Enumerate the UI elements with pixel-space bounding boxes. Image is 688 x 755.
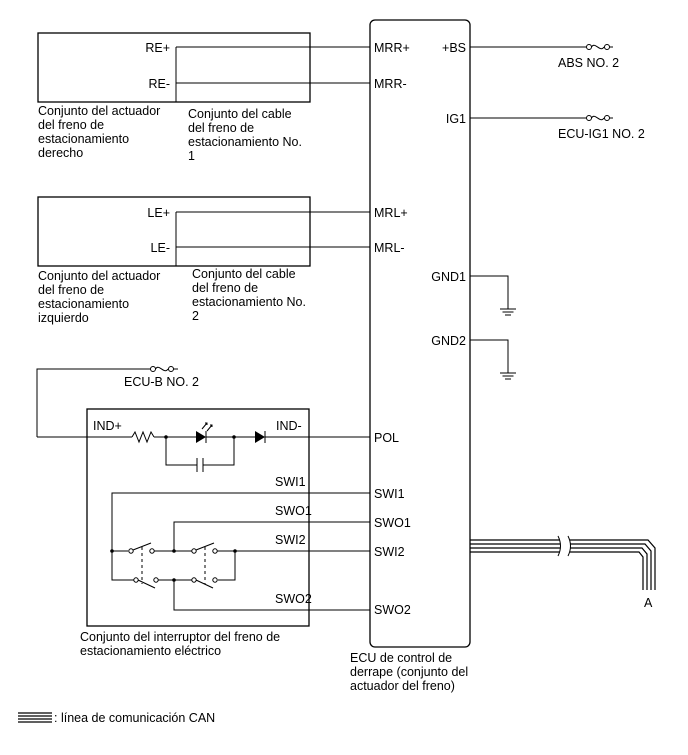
junction-dot (164, 435, 168, 439)
can-legend-icon (18, 712, 52, 723)
ground-icon (500, 308, 516, 316)
pin-re-plus: RE+ (145, 41, 170, 55)
ecu-pin-swo1: SWO1 (374, 516, 411, 530)
ecu-pin-mrr-plus: MRR+ (374, 41, 410, 55)
pin-ind-minus: IND- (276, 419, 302, 433)
wire-label-swo2: SWO2 (275, 592, 312, 606)
right-cable-caption: Conjunto del cable del freno de estacion… (188, 107, 305, 163)
ecu-pin-mrr-minus: MRR- (374, 77, 407, 91)
wire-swo1 (173, 521, 370, 551)
ecu-pin-ig1: IG1 (446, 112, 466, 126)
ecu-pin-gnd1: GND1 (431, 270, 466, 284)
ecu-pin-bs: +BS (442, 41, 466, 55)
resistor-icon (131, 430, 155, 444)
wire-swi1 (111, 492, 370, 581)
ecu-caption: ECU de control de derrape (conjunto del … (350, 651, 472, 693)
wire-label-swi1: SWI1 (275, 475, 306, 489)
fuse-abs-label: ABS NO. 2 (558, 56, 619, 70)
can-bus-lines (470, 535, 656, 590)
ecu-pin-swo2: SWO2 (374, 603, 411, 617)
ecu-pin-pol: POL (374, 431, 399, 445)
junction-dot (172, 578, 176, 582)
wire-gnd1 (470, 275, 509, 309)
wire-swi2 (218, 550, 370, 581)
ecu-box (369, 19, 471, 648)
wire-label-swi2: SWI2 (275, 533, 306, 547)
left-cable-caption: Conjunto del cable del freno de estacion… (192, 267, 309, 323)
ecu-pin-mrl-plus: MRL+ (374, 206, 408, 220)
pin-ind-plus: IND+ (93, 419, 122, 433)
right-actuator-box (37, 32, 311, 103)
switch-assembly-box (86, 408, 310, 627)
fuse-icon (586, 115, 610, 121)
ecu-pin-mrl-minus: MRL- (374, 241, 405, 255)
wire-gnd2 (470, 339, 509, 373)
ground-icon (500, 372, 516, 380)
pin-re-minus: RE- (148, 77, 170, 91)
ecu-pin-swi1: SWI1 (374, 487, 405, 501)
can-legend-label: : línea de comunicación CAN (54, 711, 215, 725)
wire-cap-right (203, 437, 235, 466)
wire-swo2 (173, 580, 370, 611)
wire-label-swo1: SWO1 (275, 504, 312, 518)
led-icon (196, 422, 213, 443)
switch-assembly-caption: Conjunto del interruptor del freno de es… (80, 630, 284, 658)
pin-le-minus: LE- (151, 241, 170, 255)
ecu-pin-swi2: SWI2 (374, 545, 405, 559)
fuse-ecu-b-label: ECU-B NO. 2 (124, 375, 199, 389)
wire-cap-left (165, 437, 197, 466)
pin-le-plus: LE+ (147, 206, 170, 220)
ecu-pin-gnd2: GND2 (431, 334, 466, 348)
left-actuator-caption: Conjunto del actuador del freno de estac… (38, 269, 164, 325)
fuse-ecu-ig1-label: ECU-IG1 NO. 2 (558, 127, 645, 141)
connector-a-label: A (644, 596, 653, 610)
parking-switch-icon (112, 542, 235, 589)
fuse-icon (150, 366, 174, 372)
diode-icon (255, 431, 266, 443)
junction-dot (110, 549, 114, 553)
junction-dot (172, 549, 176, 553)
fuse-icon (586, 44, 610, 50)
left-actuator-box (37, 196, 311, 267)
capacitor-icon (196, 458, 204, 472)
wire-ecu-b (36, 368, 150, 437)
junction-dot (232, 435, 236, 439)
right-actuator-caption: Conjunto del actuador del freno de estac… (38, 104, 164, 160)
junction-dot (233, 549, 237, 553)
